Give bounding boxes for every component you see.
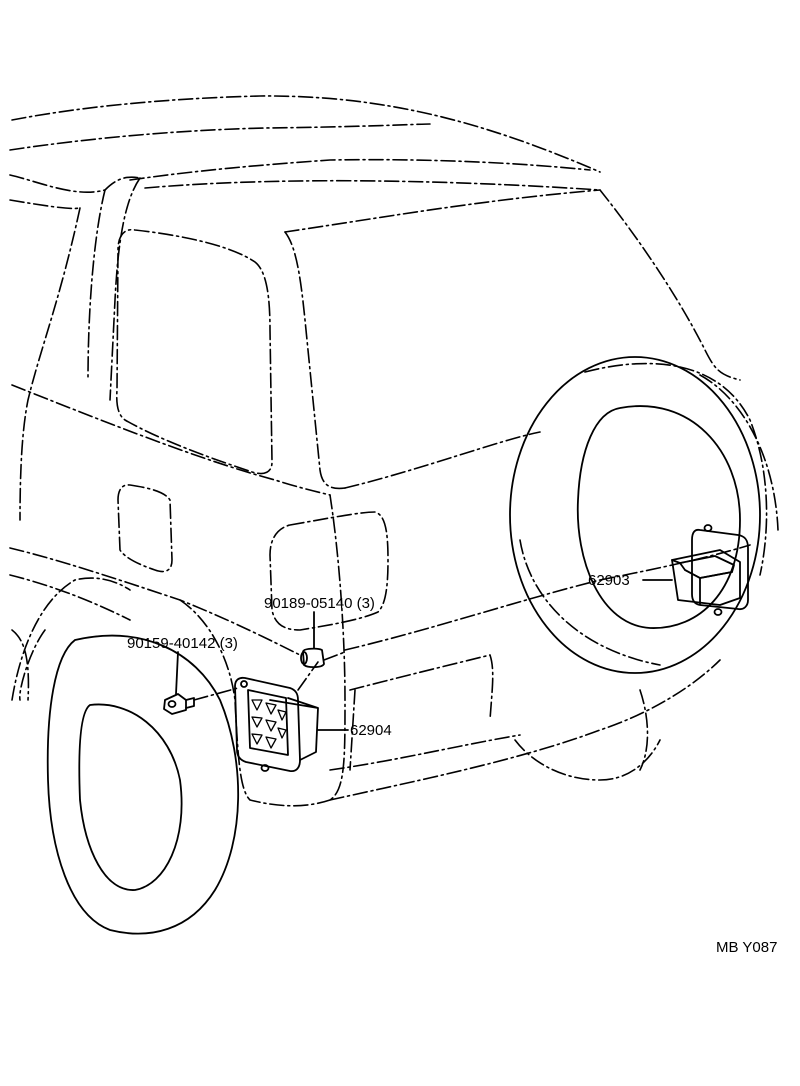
fuel-door bbox=[117, 484, 173, 573]
body-lower-side-2 bbox=[9, 574, 131, 621]
bumper-corner-step bbox=[349, 689, 356, 771]
wheel-arch-lower bbox=[11, 629, 30, 701]
rear-tire-left-tread bbox=[19, 629, 46, 701]
rear-hatch-side bbox=[599, 189, 741, 381]
rear-bumper-bottom bbox=[329, 659, 721, 801]
rear-wheel-right-2 bbox=[639, 689, 649, 771]
mudguard-grille bbox=[251, 699, 287, 749]
wheel-arch-left bbox=[11, 577, 131, 701]
body-side-lower-left bbox=[19, 207, 81, 521]
callout-screw-label: 90159-40142 (3) bbox=[127, 635, 238, 652]
rear-tire-left-outer bbox=[46, 634, 240, 935]
body-side-upper bbox=[9, 174, 141, 193]
fender-left bbox=[179, 599, 331, 807]
leader-screw bbox=[175, 651, 179, 695]
clip-part bbox=[300, 647, 325, 669]
roof-rear-line bbox=[144, 179, 601, 191]
tire-cover-box-inner bbox=[679, 555, 735, 579]
tire-cover-hole-top bbox=[703, 524, 713, 532]
install-line-clip bbox=[297, 661, 319, 691]
quarter-window bbox=[115, 228, 273, 475]
c-pillar-left bbox=[87, 189, 106, 381]
callout-mudguard-rear-label: 62904 bbox=[350, 722, 392, 739]
rear-bumper-middle bbox=[349, 654, 494, 721]
rear-bumper-lower-lip bbox=[329, 734, 521, 771]
callout-mudguard-tire-label: 62903 bbox=[588, 572, 630, 589]
tire-cover-hole-bottom bbox=[713, 608, 723, 616]
screw-part bbox=[163, 693, 195, 715]
bumper-corner-left bbox=[329, 494, 346, 801]
roof-edge-left bbox=[9, 123, 431, 151]
spare-tire-tread bbox=[699, 374, 779, 531]
roof-back-edge bbox=[284, 189, 601, 233]
mudguard-plate bbox=[234, 676, 301, 773]
rear-window-bottom bbox=[344, 431, 541, 489]
body-shoulder bbox=[11, 384, 331, 496]
rear-hatch-corner bbox=[284, 231, 346, 490]
tire-cover-box-front bbox=[671, 559, 733, 605]
spare-tire-outer-dash bbox=[584, 362, 768, 576]
spare-tire-outer bbox=[509, 356, 761, 674]
roof-rail bbox=[129, 158, 591, 181]
roof-outline bbox=[11, 95, 601, 173]
mudguard-hole-top bbox=[240, 680, 248, 688]
tire-cover-box bbox=[671, 549, 741, 606]
spare-tire-inner bbox=[576, 405, 741, 629]
callout-bolt-label: 90189-05140 (3) bbox=[264, 595, 375, 612]
mudguard-hole-bottom bbox=[260, 764, 270, 772]
mudguard-box bbox=[269, 697, 319, 761]
spare-tire-bottom-dash bbox=[519, 539, 661, 666]
install-line-screw bbox=[193, 687, 239, 701]
rear-hatch-left bbox=[109, 177, 141, 401]
body-side-line bbox=[9, 199, 81, 210]
mudguard-plate-inner bbox=[247, 689, 289, 756]
tail-lamp bbox=[269, 511, 389, 631]
rear-tire-left-inner bbox=[78, 703, 183, 891]
diagram-reference-code: MB Y087 bbox=[716, 939, 778, 956]
install-line-clip-body bbox=[323, 651, 346, 661]
rear-wheel-right bbox=[514, 739, 661, 781]
tire-cover-plate bbox=[691, 528, 749, 611]
